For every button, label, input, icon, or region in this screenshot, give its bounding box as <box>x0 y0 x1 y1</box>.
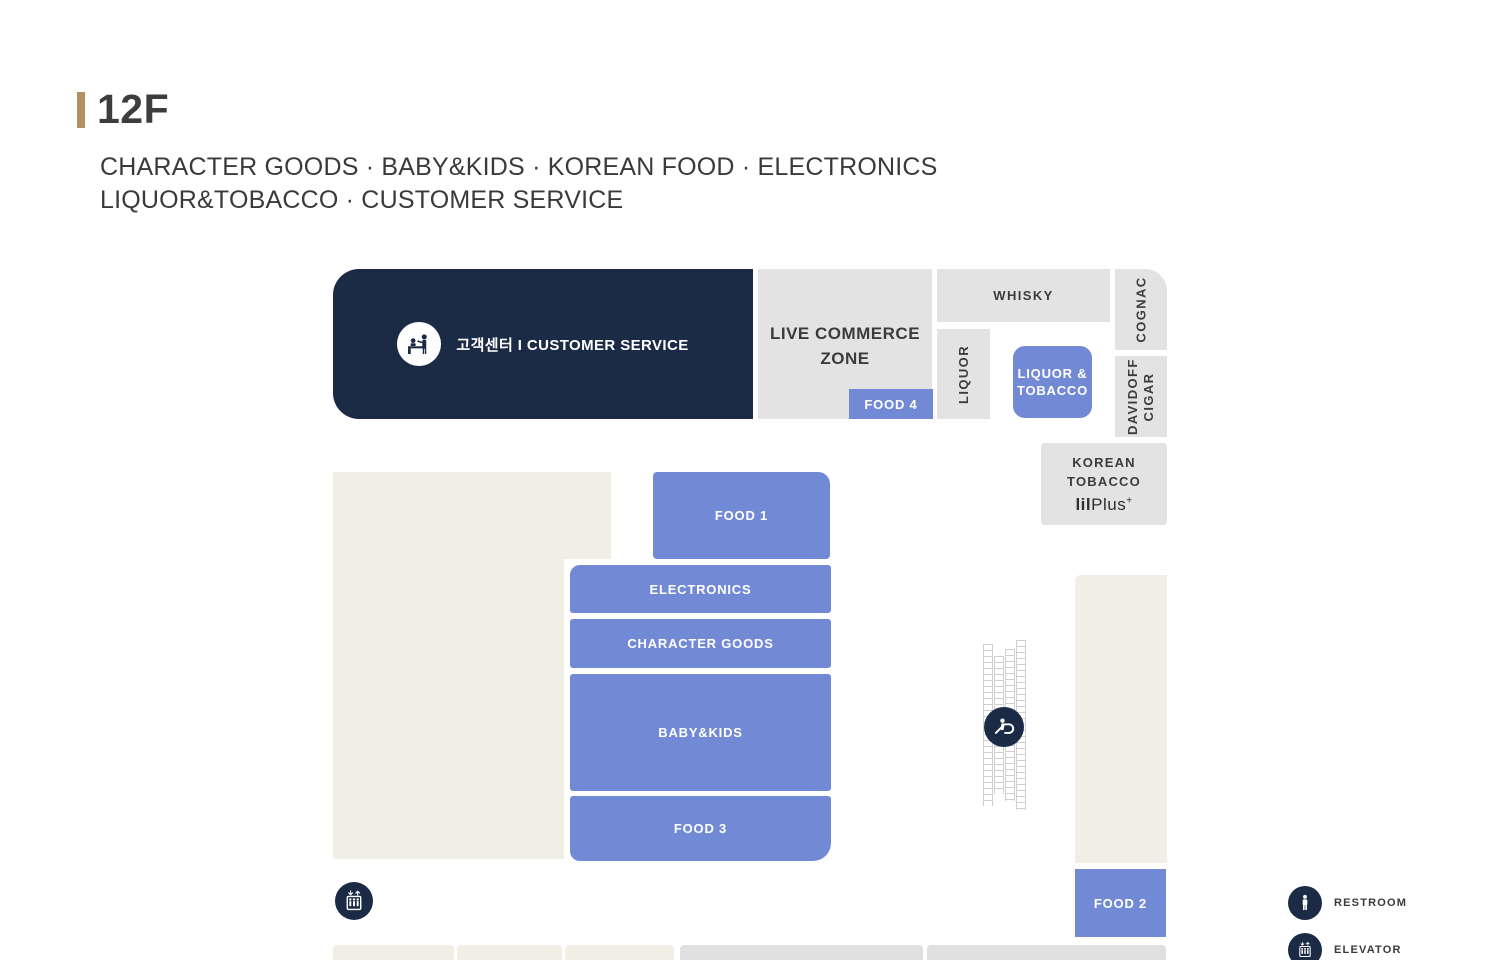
lilplus-logo-light: Plus <box>1091 495 1127 514</box>
elevator-icon <box>335 882 373 920</box>
zone-baby-kids: BABY&KIDS <box>570 674 831 791</box>
food-1-label: FOOD 1 <box>714 508 769 523</box>
davidoff-cigar-label: DAVIDOFF CIGAR <box>1125 357 1156 435</box>
food-3-label: FOOD 3 <box>673 821 728 836</box>
zone-food-1: FOOD 1 <box>653 472 830 559</box>
legend-elevator: ELEVATOR <box>1288 933 1402 960</box>
korean-tobacco-label: KOREAN TOBACCO <box>1067 455 1141 489</box>
service-desk-icon <box>397 322 442 366</box>
bottom-area-block <box>457 945 562 960</box>
zone-food-4: FOOD 4 <box>849 389 933 419</box>
legend-restroom: RESTROOM <box>1288 886 1407 920</box>
zone-liquor-tobacco: LIQUOR & TOBACCO <box>1013 346 1092 418</box>
floor-category-subtitle: CHARACTER GOODS · BABY&KIDS · KOREAN FOO… <box>100 151 938 217</box>
zone-food-2: FOOD 2 <box>1075 869 1166 937</box>
food-2-label: FOOD 2 <box>1093 895 1148 911</box>
floor-title: 12F <box>97 86 170 132</box>
subtitle-line-2: LIQUOR&TOBACCO · CUSTOMER SERVICE <box>100 186 624 214</box>
restroom-label: RESTROOM <box>1334 897 1408 909</box>
floor-title-accent-bar <box>77 92 85 128</box>
live-commerce-label: LIVE COMMERCE ZONE <box>769 324 921 368</box>
elevator-label: ELEVATOR <box>1334 944 1402 956</box>
bottom-area-block <box>680 945 923 960</box>
open-floor-area-right <box>1075 575 1167 863</box>
food-4-label: FOOD 4 <box>864 396 918 412</box>
baby-kids-label: BABY&KIDS <box>658 725 743 740</box>
zone-cognac: COGNAC <box>1115 269 1167 350</box>
liquor-label: LIQUOR <box>956 344 972 404</box>
whisky-label: WHISKY <box>993 288 1054 303</box>
electronics-label: ELECTRONICS <box>649 581 752 597</box>
open-floor-area-left-upper <box>333 472 611 559</box>
lilplus-logo: lilPlus+ <box>1075 495 1132 515</box>
elevator-icon <box>1288 933 1322 960</box>
zone-character-goods: CHARACTER GOODS <box>570 619 831 668</box>
lilplus-logo-bold: lil <box>1075 495 1092 514</box>
zone-whisky: WHISKY <box>937 269 1110 322</box>
character-goods-label: CHARACTER GOODS <box>627 636 774 651</box>
zone-customer-service: 고객센터 I CUSTOMER SERVICE <box>333 269 753 419</box>
zone-davidoff-cigar: DAVIDOFF CIGAR <box>1115 356 1167 437</box>
bottom-area-block <box>565 945 674 960</box>
customer-service-label: 고객센터 I CUSTOMER SERVICE <box>456 336 689 354</box>
restroom-icon <box>1288 886 1322 920</box>
liquor-tobacco-label: LIQUOR & TOBACCO <box>1016 366 1089 398</box>
escalator-icon <box>984 707 1024 747</box>
zone-electronics: ELECTRONICS <box>570 565 831 613</box>
zone-korean-tobacco: KOREAN TOBACCO lilPlus+ <box>1041 443 1167 525</box>
bottom-area-block <box>333 945 454 960</box>
lilplus-logo-plus: + <box>1126 495 1133 507</box>
zone-food-3: FOOD 3 <box>570 796 831 861</box>
cognac-label: COGNAC <box>1133 276 1149 343</box>
bottom-area-block <box>927 945 1166 960</box>
subtitle-line-1: CHARACTER GOODS · BABY&KIDS · KOREAN FOO… <box>100 153 938 181</box>
zone-liquor: LIQUOR <box>937 329 990 419</box>
